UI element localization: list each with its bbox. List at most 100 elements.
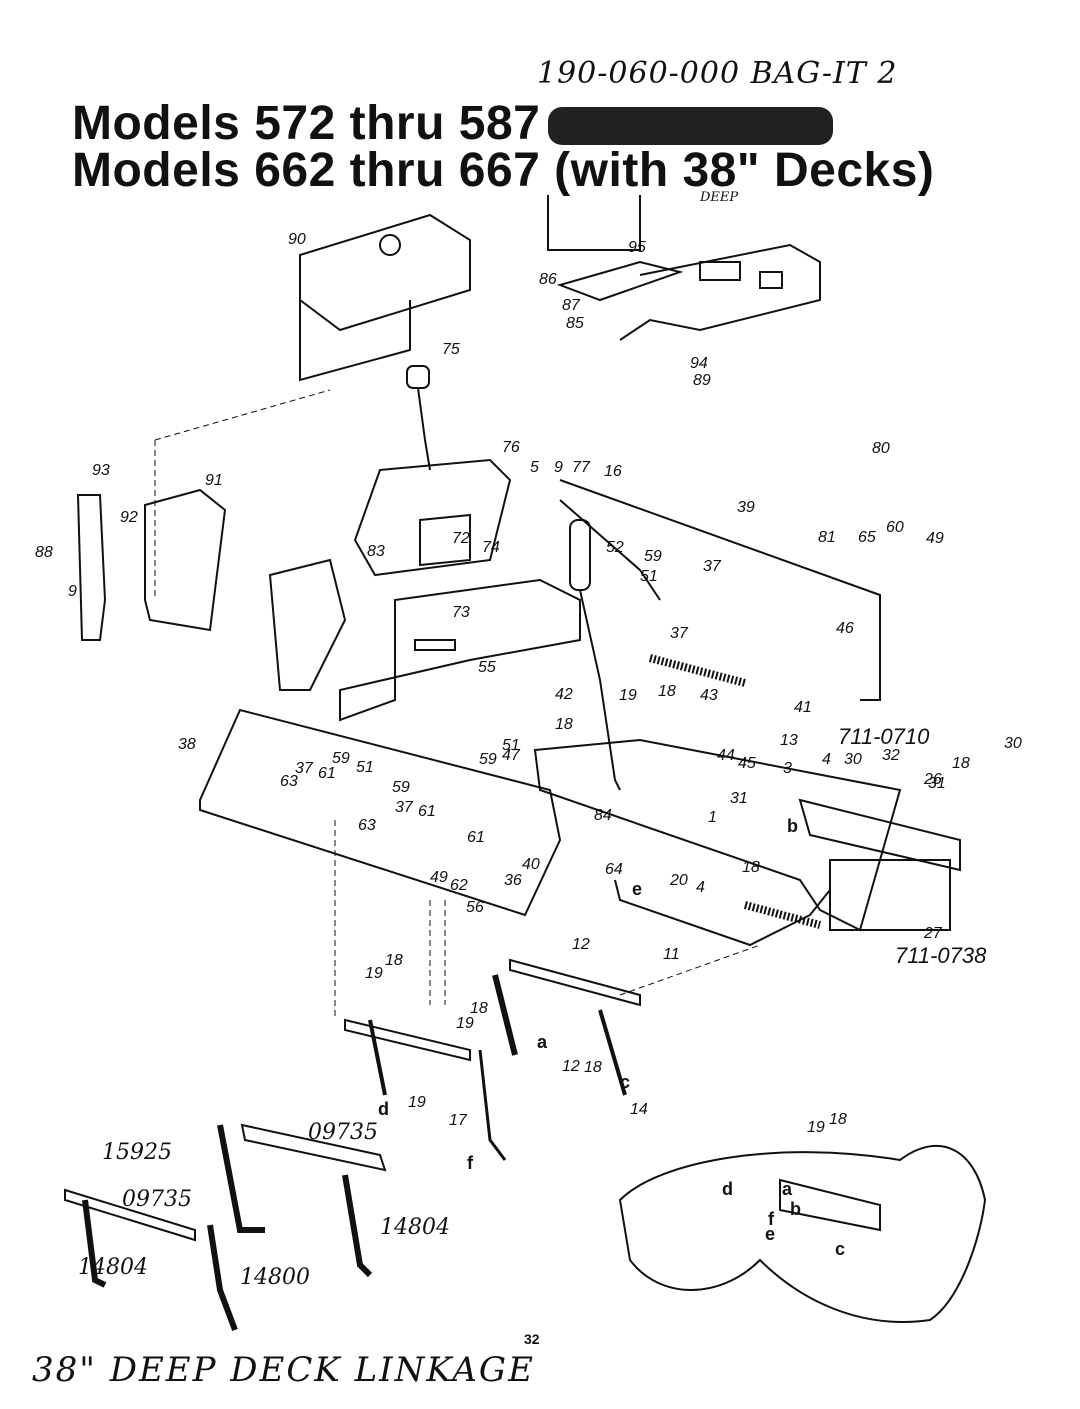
title-models-662-667: Models 662 thru 667 (with 38" Decks) [72,144,935,197]
part-callout: 80 [872,440,890,457]
part-callout: 9 [554,459,563,476]
part-callout: 37 [395,799,413,816]
part-callout: 18 [658,683,676,700]
part-callout: 39 [737,499,755,516]
part-callout: 65 [858,529,876,546]
handwritten-part-note: 190-060-000 BAG-IT 2 [537,56,898,91]
part-callout: 73 [452,604,470,621]
part-callout: 91 [205,472,223,489]
part-callout: 17 [449,1112,467,1129]
part-callout: 89 [693,372,711,389]
diagram-caption: 38" DEEP DECK LINKAGE [32,1350,535,1390]
part-callout: 18 [742,859,760,876]
part-callout: 18 [952,755,970,772]
part-09735-lower [64,1188,196,1242]
part-callout: 92 [120,509,138,526]
letter-callout: f [467,1153,473,1173]
part-callout: 40 [522,856,540,873]
part-callout: 61 [418,803,436,820]
letter-callout: c [620,1072,631,1092]
part-callout: 72 [452,530,470,547]
part-callout: 37 [670,625,688,642]
part-callout: 19 [807,1119,825,1136]
part-callout: 20 [670,872,688,889]
letter-callout: d [378,1099,389,1119]
part-callout: 93 [92,462,110,479]
part-callout: 42 [555,686,573,703]
part-callout: 11 [663,946,680,963]
part-callout: 62 [450,877,468,894]
part-callout: 43 [700,687,718,704]
part-callout: 18 [555,716,573,733]
lower-frame [533,738,902,932]
part-callout: 36 [504,872,522,889]
page-number: 32 [524,1331,540,1347]
redacted-text-block [548,107,834,146]
part-callout: 37 [703,558,721,575]
shield-cover [299,213,471,332]
letter-callout: b [790,1199,801,1219]
part-callout: 13 [780,732,798,749]
part-callout: 30 [1004,735,1022,752]
handwritten-part-number: 14800 [240,1265,310,1290]
part-callout: 18 [829,1111,847,1128]
part-callout: 19 [365,965,383,982]
letter-callout: e [765,1224,776,1244]
link-arm [344,1018,471,1062]
part-callout: 63 [358,817,376,834]
part-callout: 1 [708,809,717,826]
mounting-plate [619,243,821,341]
part-callout: 51 [502,737,520,754]
part-callout: 14 [630,1101,648,1118]
part-callout: 711-0738 [895,943,987,968]
part-callout: 74 [482,539,500,556]
part-callout: 711-0710 [838,724,930,749]
handwritten-part-number: 15925 [102,1140,172,1165]
letter-callout: f [768,1209,774,1229]
part-callout: 76 [502,439,520,456]
part-callout: 55 [478,659,496,676]
letter-callout: a [537,1032,548,1052]
part-callout: 83 [367,543,385,560]
part-callout: 45 [738,755,756,772]
part-callout: 86 [539,271,557,288]
part-callout: 90 [288,231,306,248]
handwritten-part-number: 09735 [122,1187,192,1212]
part-callout: 31 [730,790,748,807]
part-callout: 77 [572,459,590,476]
part-callout: 37 [295,760,313,777]
part-callout: 27 [924,925,942,942]
part-callout: 61 [467,829,485,846]
part-callout: 41 [794,699,812,716]
part-callout: 30 [844,751,862,768]
letter-callout: a [782,1179,793,1199]
part-callout: 84 [594,807,612,824]
letter-callout: e [632,879,643,899]
part-callout: 16 [604,463,622,480]
part-callout: 59 [479,751,497,768]
part-callout: 47 [502,747,520,764]
part-callout: 38 [178,736,196,753]
part-callout: 18 [385,952,403,969]
part-callout: 46 [836,620,854,637]
part-callout: 49 [430,869,448,886]
console-housing [353,458,512,577]
handwritten-part-number: 14804 [78,1255,148,1280]
part-callout: 94 [690,355,708,372]
part-callout: 3 [783,760,792,777]
handwritten-part-number: 14804 [380,1215,450,1240]
part-callout: 87 [562,297,580,314]
main-frame [199,708,562,917]
part-callout: 52 [606,539,624,556]
part-callout: 12 [562,1058,580,1075]
part-callout: 18 [584,1059,602,1076]
part-callout: 88 [35,544,53,561]
part-callout: 26 [924,771,942,788]
part-callout: 19 [619,687,637,704]
letter-callout: c [835,1239,846,1259]
part-callout: 51 [356,759,374,776]
part-callout: 61 [318,765,336,782]
top-bar [559,479,881,701]
